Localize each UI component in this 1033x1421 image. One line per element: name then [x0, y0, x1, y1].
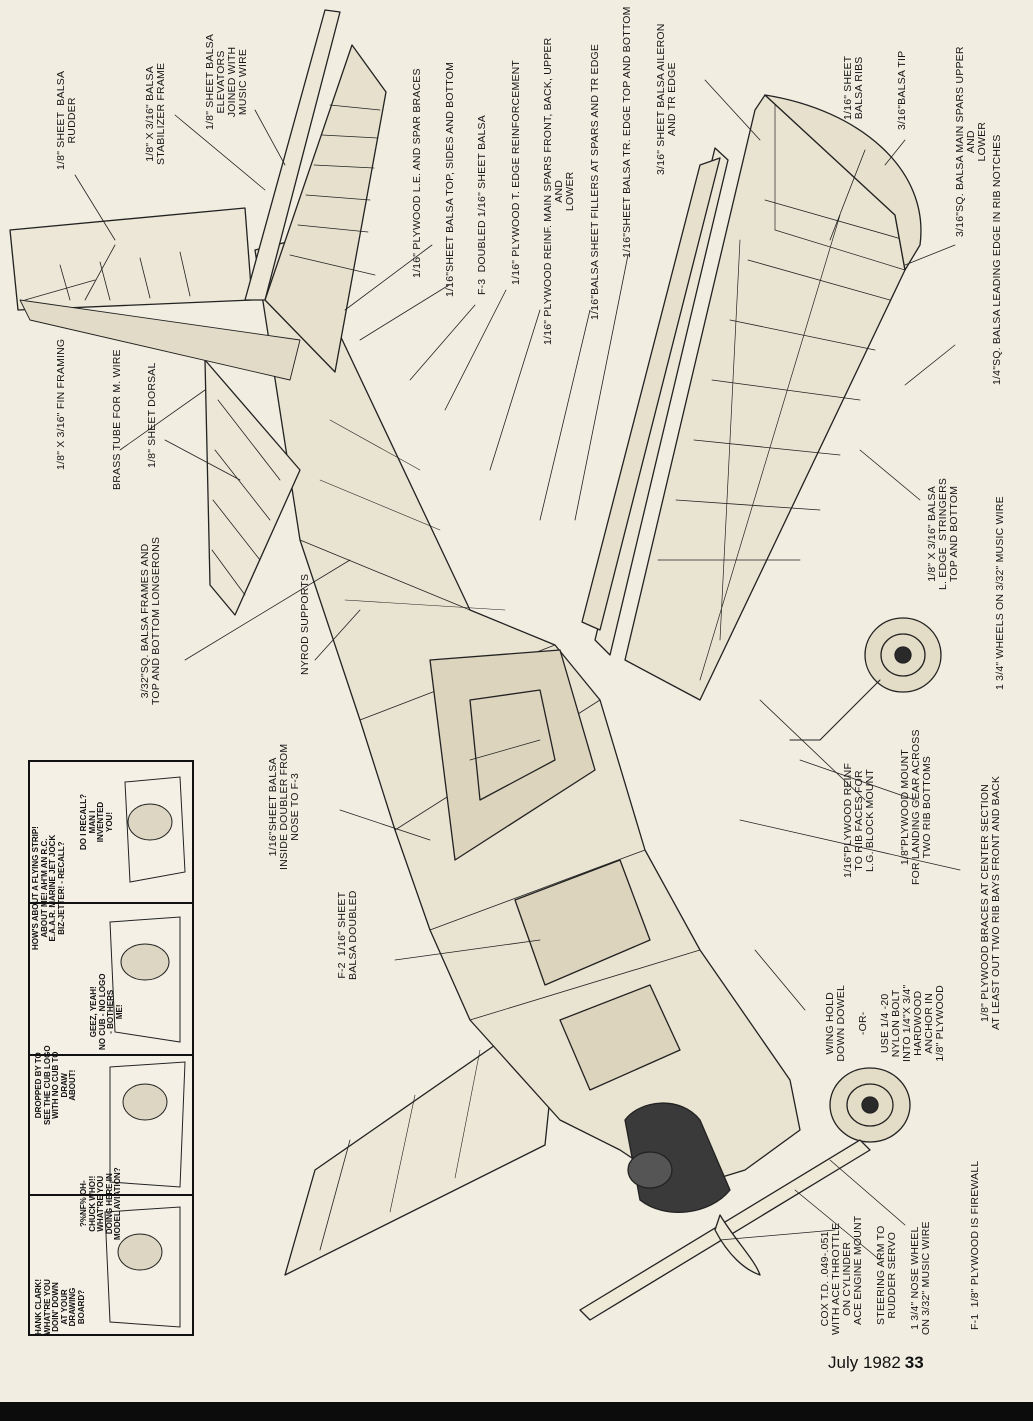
callout-te-reinf: 1/16" PLYWOOD T. EDGE REINFORCEMENT	[510, 59, 522, 285]
comic-bubble-1: HANK CLARK! WHAT'RE YOU DOIN' DOWN AT YO…	[34, 1279, 86, 1335]
comic-bubble-4: GEEZ, YEAH! NO CUB - NO LOGO - BOTHERS M…	[89, 973, 124, 1050]
callout-leading-edge: 1/4"SQ. BALSA LEADING EDGE IN RIB NOTCHE…	[991, 134, 1003, 385]
comic-bubble-3: DROPPED BY TO SEE THE CUB LOGO WITH NO C…	[34, 1045, 77, 1125]
main-wheel	[789, 617, 942, 741]
callout-lg-mount: 1/8"PLYWOOD MOUNT FOR LANDING GEAR ACROS…	[899, 729, 933, 885]
callout-rudder: 1/8" SHEET BALSA RUDDER	[55, 70, 78, 170]
comic-figures	[104, 776, 186, 1328]
callout-main-spar-reinf: 1/16" PLYWOOD REINF. MAIN SPARS FRONT, B…	[542, 37, 576, 345]
callout-fin-framing: 1/8" X 3/16" FIN FRAMING	[55, 338, 67, 470]
callout-f3: F-3 DOUBLED 1/16" SHEET BALSA	[476, 115, 488, 295]
callout-wing-hold: WING HOLD DOWN DOWEL -OR- USE 1/4 -20 NY…	[824, 984, 946, 1062]
comic-strip	[28, 760, 194, 1336]
comic-panel-divider	[30, 1194, 192, 1196]
nose-wheel	[829, 1067, 911, 1143]
callout-cox-engine: COX T.D. .049-.051 WITH ACE THROTTLE ON …	[819, 1222, 853, 1335]
leader-lines	[74, 79, 961, 1261]
callout-wheels: 1 3/4" WHEELS ON 3/32" MUSIC WIRE	[994, 496, 1006, 690]
fuselage	[254, 239, 801, 1191]
callout-aileron: 3/16" SHEET BALSA AILERON AND TR EDGE	[655, 23, 678, 175]
callout-elevators: 1/8" SHEET BALSA ELEVATORS JOINED WITH M…	[204, 33, 249, 130]
callout-tip: 3/16"BALSA TIP	[896, 50, 908, 130]
callout-f2: F-2 1/16" SHEET BALSA DOUBLED	[336, 890, 359, 980]
tail-assembly	[9, 9, 387, 616]
comic-panel-divider	[30, 902, 192, 904]
page-number: 33	[904, 1353, 924, 1372]
callout-longerons: 3/32"SQ. BALSA FRAMES AND TOP AND BOTTOM…	[139, 536, 162, 705]
scan-edge	[0, 1402, 1033, 1421]
callout-stab-frame: 1/8" X 3/16" BALSA STABILIZER FRAME	[144, 62, 167, 165]
callout-stringers: 1/8" X 3/16" BALSA L. EDGE STRINGERS TOP…	[926, 477, 960, 590]
callout-main-spars: 3/16"SQ. BALSA MAIN SPARS UPPER AND LOWE…	[954, 46, 988, 237]
callout-nose-wheel: 1 3/4" NOSE WHEEL ON 3/32" MUSIC WIRE	[909, 1221, 932, 1335]
callout-brass-tube: BRASS TUBE FOR M. WIRE	[111, 349, 123, 490]
callout-rib-faces: 1/16"PLYWOOD REINF TO RIB FACES FOR L.G.…	[842, 762, 876, 878]
callout-engine-mount: ACE ENGINE MOUNT	[852, 1215, 864, 1325]
footer-date: July 1982	[828, 1353, 901, 1372]
callout-sheet-fillers: 1/16"BALSA SHEET FILLERS AT SPARS AND TR…	[589, 43, 601, 320]
callout-le-spar-braces: 1/16" PLYWOOD L.E. AND SPAR BRACES	[411, 68, 423, 278]
callout-tr-edge: 1/16"SHEET BALSA TR. EDGE TOP AND BOTTOM	[621, 6, 633, 258]
callout-firewall: F-1 1/8" PLYWOOD IS FIREWALL	[969, 1160, 981, 1330]
comic-bubble-6: DO I RECALL? MAN I INVENTED YOU!	[79, 794, 114, 850]
callout-dorsal: 1/8" SHEET DORSAL	[146, 362, 158, 468]
callout-inside-doubler: 1/16"SHEET BALSA INSIDE DOUBLER FROM NOS…	[267, 743, 301, 870]
comic-bubble-5: HOW'S ABOUT A FLYING STRIP! ABOUT ME! AH…	[31, 826, 66, 950]
right-wing	[581, 94, 922, 701]
callout-ribs: 1/16" SHEET BALSA RIBS	[842, 55, 865, 120]
callout-steering: STEERING ARM TO RUDDER SERVO	[875, 1225, 898, 1325]
comic-panel-divider	[30, 1054, 192, 1056]
callout-fuse-sheet: 1/16"SHEET BALSA TOP, SIDES AND BOTTOM	[444, 61, 456, 297]
comic-bubble-2: ?%NF% OH- CHUCK WHO!! WHAT'RE YOU DOING …	[79, 1167, 122, 1240]
engine-and-propeller	[579, 1102, 871, 1321]
callout-nyrod: NYROD SUPPORTS	[299, 573, 311, 675]
callout-center-braces: 1/8" PLYWOOD BRACES AT CENTER SECTION AT…	[979, 775, 1002, 1030]
